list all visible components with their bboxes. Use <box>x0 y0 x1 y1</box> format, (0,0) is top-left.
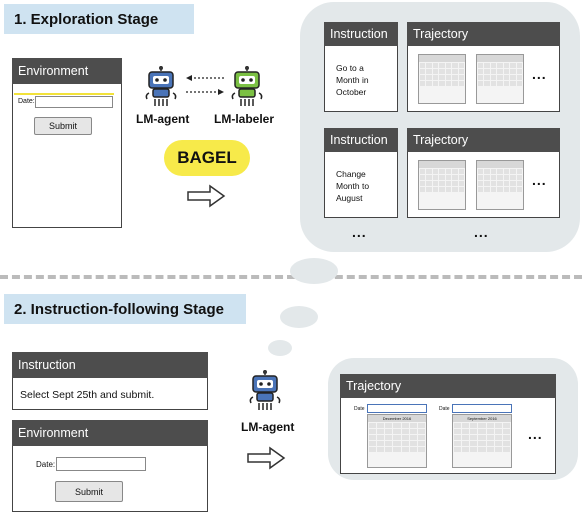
stage2-submit-button[interactable]: Submit <box>55 481 123 502</box>
stage2-lm-agent-robot-icon <box>249 370 281 410</box>
stage2-instruction-text: Select Sept 25th and submit. <box>20 389 155 401</box>
lm-labeler-robot-icon <box>231 66 263 106</box>
example-1-instruction-text: Go to a Month in October <box>336 63 369 97</box>
stage2-environment-header: Environment <box>12 420 208 446</box>
stage2-traj-date-input-right <box>452 404 512 413</box>
environment-header: Environment <box>12 58 122 84</box>
stage2-traj-date-label-right: Date <box>439 406 450 412</box>
stage2-calendar-left-title: December 2016 <box>368 415 426 422</box>
example-1-instruction-header: Instruction <box>324 22 398 46</box>
example-1-trajectory-header: Trajectory <box>407 22 560 46</box>
stage2-lm-agent-label: LM-agent <box>241 420 295 434</box>
flow-arrow-icon <box>187 184 226 208</box>
stage2-date-label: Date: <box>36 460 56 469</box>
stage-divider <box>0 275 582 279</box>
thought-bubble-large <box>290 258 338 284</box>
more-examples-left-dots: ... <box>352 224 367 240</box>
example-2-trajectory-header: Trajectory <box>407 128 560 152</box>
more-examples-right-dots: ... <box>474 224 489 240</box>
example-2-instruction-text: Change Month to August <box>336 169 370 203</box>
yellow-divider <box>14 93 114 95</box>
environment-panel <box>12 58 122 228</box>
example-2-calendar-right <box>476 160 524 210</box>
example-2-calendar-left <box>418 160 466 210</box>
stage2-traj-date-input-left <box>367 404 427 413</box>
lm-agent-label: LM-agent <box>136 112 190 126</box>
stage2-instruction-header: Instruction <box>12 352 208 378</box>
submit-button[interactable]: Submit <box>34 117 92 135</box>
stage2-traj-date-label-left: Date <box>354 406 365 412</box>
example-1-calendar-left <box>418 54 466 104</box>
lm-labeler-label: LM-labeler <box>214 112 275 126</box>
stage2-calendar-right: September 2016 <box>452 414 512 468</box>
lm-agent-robot-icon <box>145 66 177 106</box>
stage2-date-input[interactable] <box>56 457 146 471</box>
example-2-more-dots: ... <box>532 172 547 188</box>
thought-bubble-medium <box>280 306 318 328</box>
date-input[interactable] <box>35 96 113 108</box>
stage2-calendar-right-title: September 2016 <box>453 415 511 422</box>
stage2-calendar-left: December 2016 <box>367 414 427 468</box>
thought-bubble-small <box>268 340 292 356</box>
stage-2-title: 2. Instruction-following Stage <box>4 294 246 324</box>
example-1-more-dots: ... <box>532 66 547 82</box>
example-1-calendar-right <box>476 54 524 104</box>
exchange-arrows-icon <box>186 75 224 95</box>
stage2-more-dots: ... <box>528 426 543 442</box>
date-label: Date: <box>18 98 35 105</box>
stage-1-title: 1. Exploration Stage <box>4 4 194 34</box>
bagel-badge: BAGEL <box>164 140 250 176</box>
example-2-instruction-header: Instruction <box>324 128 398 152</box>
stage2-flow-arrow-icon <box>247 446 286 470</box>
stage2-trajectory-header: Trajectory <box>340 374 556 398</box>
